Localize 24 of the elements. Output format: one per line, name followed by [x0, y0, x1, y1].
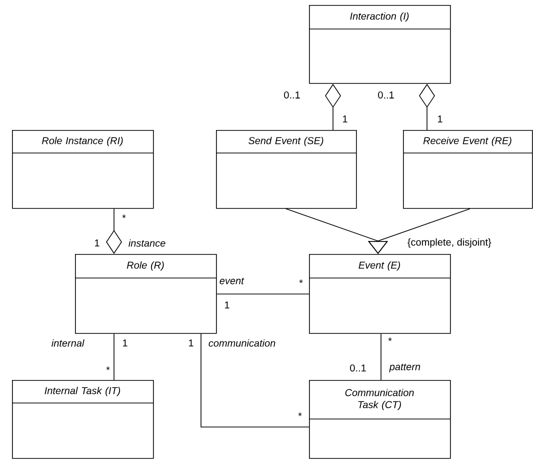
- class-box: Receive Event (RE): [402, 130, 533, 209]
- class-box: Role Instance (RI): [12, 130, 154, 209]
- class-box: Internal Task (IT): [12, 380, 154, 459]
- class-box: Communication Task (CT): [308, 380, 451, 459]
- constraint-label: {complete, disjoint}: [408, 238, 492, 248]
- class-box: Event (E): [308, 254, 451, 334]
- association-line: [200, 333, 310, 428]
- role-label: communication: [208, 339, 276, 347]
- multiplicity-label: 1: [189, 340, 194, 346]
- multiplicity-label: 0..1: [284, 91, 300, 99]
- multiplicity-label: 1: [123, 340, 128, 346]
- role-label: event: [220, 278, 244, 284]
- aggregation-line: [106, 208, 122, 254]
- multiplicity-label: 1: [225, 302, 230, 308]
- role-label: internal: [52, 339, 84, 347]
- class-box: Role (R): [74, 254, 217, 334]
- multiplicity-label: *: [122, 214, 126, 218]
- multiplicity-label: *: [388, 338, 392, 342]
- role-label: instance: [128, 239, 166, 247]
- association-line: [380, 333, 382, 380]
- role-label: pattern: [389, 364, 420, 372]
- class-box: Interaction (I): [308, 5, 451, 84]
- class-box: Send Event (SE): [216, 130, 357, 209]
- multiplicity-label: *: [106, 366, 110, 370]
